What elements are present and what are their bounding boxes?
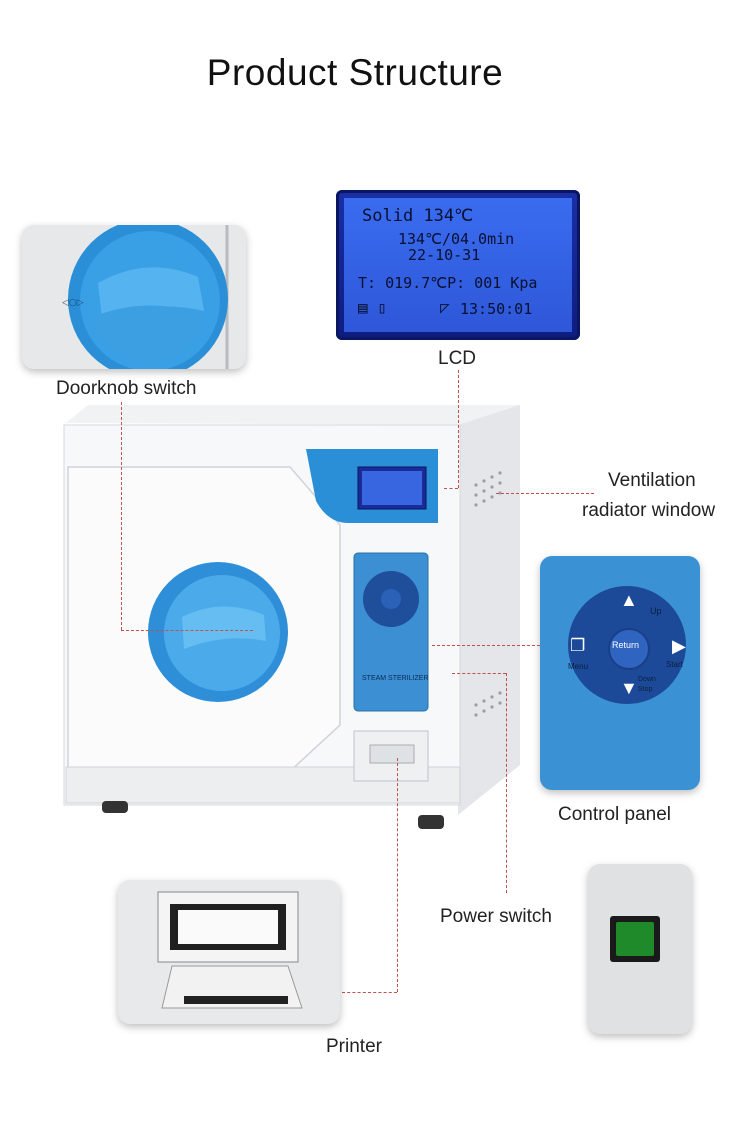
- printer-glyph-icon: ▤ ▯: [358, 298, 387, 317]
- lcd-line-time: 13:50:01: [460, 300, 533, 318]
- lcd-line-mode: Solid 134℃: [362, 206, 474, 226]
- sterilizer-machine: [63, 405, 520, 829]
- return-button[interactable]: [608, 628, 650, 670]
- lcd-label: LCD: [438, 348, 477, 369]
- doorknob-leader-line-h: [121, 630, 253, 631]
- printer-closeup: [157, 891, 303, 1009]
- printer-callout: [118, 880, 340, 1024]
- doorknob-leader-line: [121, 402, 122, 630]
- lcd-leader-line: [458, 370, 459, 488]
- printer-leader-line-h: [342, 992, 397, 993]
- printer-leader-line: [397, 758, 398, 992]
- ventilation-leader-line: [496, 493, 594, 494]
- power-switch-rocker[interactable]: [616, 922, 654, 956]
- power-switch-callout: [588, 864, 692, 1034]
- doorknob-label: Doorknob switch: [56, 378, 197, 399]
- down-arrow-icon[interactable]: ▼: [620, 678, 638, 698]
- up-label: Up: [650, 606, 662, 616]
- start-arrow-icon[interactable]: ▶: [672, 636, 686, 656]
- door-glyph-icon: ◸: [440, 298, 450, 317]
- return-label: Return: [612, 640, 640, 650]
- lcd-line-setpoint: 134℃/04.0min: [398, 230, 515, 248]
- power-switch-leader-line-h: [452, 673, 506, 674]
- control-panel-callout: Return ▲ Up ▶ Start ❐ Menu ▼ Down Stop: [540, 556, 700, 790]
- lcd-line-readings: T: 019.7℃P: 001 Kpa: [358, 274, 538, 292]
- lcd-leader-line-h: [444, 488, 458, 489]
- down-label: Down: [638, 676, 656, 683]
- ventilation-label-line2: radiator window: [582, 500, 716, 521]
- doorknob-callout: ◁○▷: [22, 225, 246, 369]
- power-switch-leader-line: [506, 673, 507, 893]
- machine-panel-text: STEAM STERILIZER: [362, 675, 429, 682]
- lcd-line-date: 22-10-31: [408, 246, 481, 264]
- page-title: Product Structure: [206, 52, 504, 93]
- ventilation-label-line1: Ventilation: [608, 470, 696, 491]
- svg-text:◁○▷: ◁○▷: [62, 298, 84, 308]
- doorknob-closeup: ◁○▷: [22, 225, 246, 369]
- up-arrow-icon[interactable]: ▲: [620, 590, 638, 610]
- menu-icon[interactable]: ❐: [570, 636, 586, 655]
- lcd-callout: Solid 134℃ 134℃/04.0min 22-10-31 T: 019.…: [336, 190, 580, 340]
- power-switch-label: Power switch: [440, 906, 552, 927]
- control-panel-label: Control panel: [558, 804, 672, 825]
- control-panel-leader-line: [432, 645, 540, 646]
- power-switch-housing: [610, 916, 660, 962]
- start-label: Start: [666, 660, 683, 669]
- menu-label: Menu: [568, 662, 589, 671]
- printer-label: Printer: [326, 1036, 382, 1057]
- stop-label: Stop: [638, 686, 653, 693]
- lcd-screen: Solid 134℃ 134℃/04.0min 22-10-31 T: 019.…: [344, 198, 572, 332]
